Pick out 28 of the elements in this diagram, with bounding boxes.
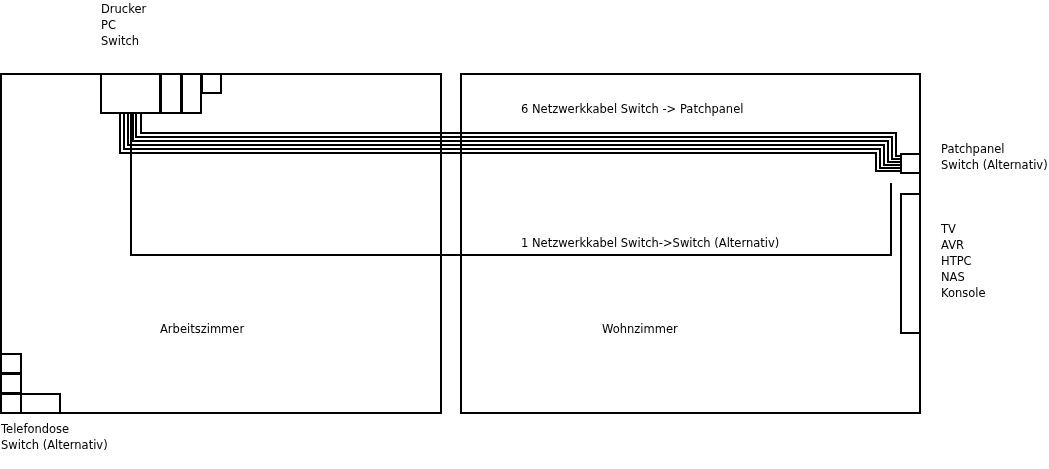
device-box — [181, 73, 202, 114]
device-box — [900, 153, 921, 174]
device-label: Telefondose — [1, 421, 70, 437]
device-box — [100, 73, 161, 114]
network-cable — [130, 113, 892, 256]
room-outline — [0, 73, 442, 414]
device-label: TV — [941, 221, 956, 237]
device-label: Drucker — [101, 1, 147, 17]
device-box — [20, 393, 61, 414]
device-box — [160, 73, 182, 114]
device-label: AVR — [941, 237, 964, 253]
device-label: Switch (Alternativ) — [1, 437, 108, 453]
device-label: Switch — [101, 33, 140, 49]
device-label: Patchpanel — [941, 141, 1005, 157]
edge-label: 1 Netzwerkkabel Switch->Switch (Alternativ) — [519, 236, 782, 250]
room-outline — [460, 73, 921, 414]
room-name: Arbeitszimmer — [160, 321, 245, 337]
device-box — [0, 353, 22, 374]
device-box — [900, 193, 921, 334]
device-box — [0, 373, 22, 394]
device-box — [201, 73, 222, 94]
device-label: Switch (Alternativ) — [941, 157, 1048, 173]
device-label: HTPC — [941, 253, 972, 269]
device-label: Konsole — [941, 285, 986, 301]
room-name: Wohnzimmer — [602, 321, 678, 337]
cable-note: 6 Netzwerkkabel Switch -> Patchpanel — [521, 101, 744, 117]
device-label: PC — [101, 17, 116, 33]
device-label: NAS — [941, 269, 965, 285]
